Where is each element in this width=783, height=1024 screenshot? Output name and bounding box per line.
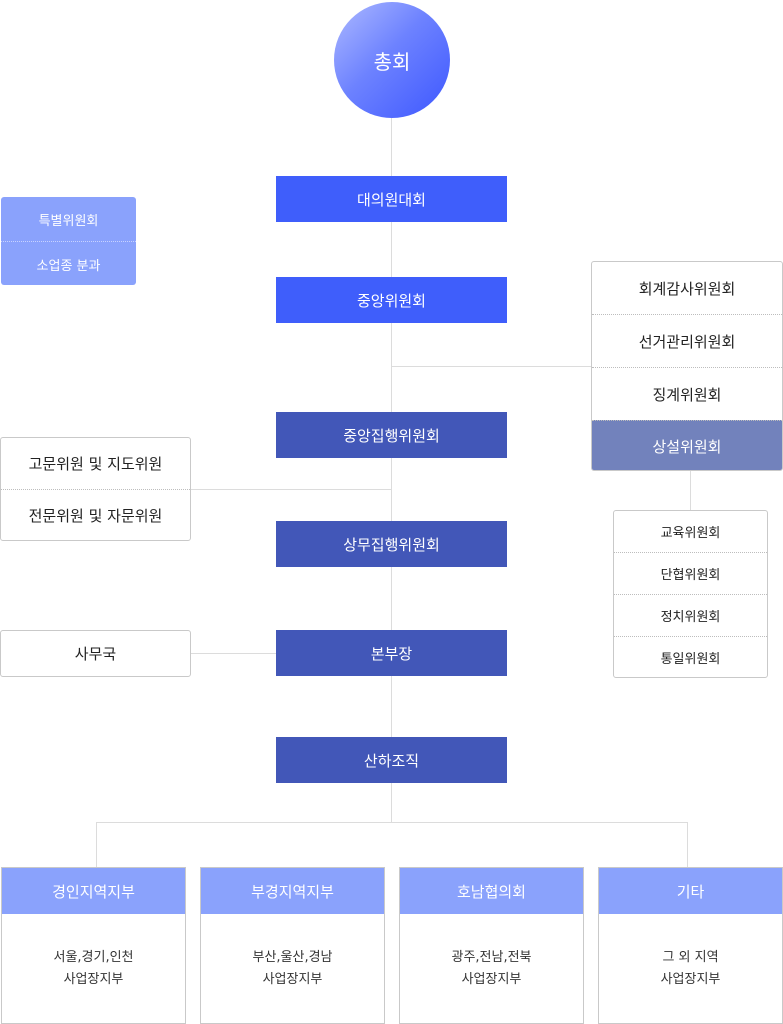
headquarters-head-node: 본부장 xyxy=(276,630,507,676)
general-assembly-label: 총회 xyxy=(373,49,411,74)
standing-committees-box: 교육위원회 단협위원회 정치위원회 통일위원회 xyxy=(613,510,768,678)
region-name: 경인지역지부 xyxy=(2,868,185,914)
region-horizontal-line xyxy=(96,822,687,823)
region-card: 기타 그 외 지역 사업장지부 xyxy=(598,867,783,1024)
central-committee-label: 중앙위원회 xyxy=(356,291,426,310)
main-vertical-line xyxy=(391,118,392,822)
delegates-convention-node: 대의원대회 xyxy=(276,176,507,222)
region-drop-line-1 xyxy=(96,822,97,867)
audit-committee-item: 회계감사위원회 xyxy=(638,279,736,298)
general-assembly-node: 총회 xyxy=(334,2,450,118)
advisor-item: 고문위원 및 지도위원 xyxy=(28,455,163,473)
region-branch: 사업장지부 xyxy=(660,971,721,987)
collective-bargaining-committee-item: 단협위원회 xyxy=(614,552,767,594)
standing-executive-committee-node: 상무집행위원회 xyxy=(276,521,507,567)
subindustry-division-item: 소업종 분과 xyxy=(1,241,136,286)
standing-committee-item: 상설위원회 xyxy=(592,420,782,470)
special-committees-box: 특별위원회 소업종 분과 xyxy=(1,197,136,285)
secretariat-label: 사무국 xyxy=(74,645,117,663)
region-card: 부경지역지부 부산,울산,경남 사업장지부 xyxy=(200,867,385,1024)
region-body: 서울,경기,인천 사업장지부 xyxy=(2,914,185,1023)
discipline-committee-item: 징계위원회 xyxy=(592,367,782,420)
central-executive-committee-label: 중앙집행위원회 xyxy=(343,426,440,445)
region-areas: 부산,울산,경남 xyxy=(252,949,333,965)
region-body: 부산,울산,경남 사업장지부 xyxy=(201,914,384,1023)
election-committee-item: 선거관리위원회 xyxy=(592,314,782,367)
region-branch: 사업장지부 xyxy=(63,971,124,987)
region-name: 기타 xyxy=(599,868,782,914)
right-connector-line xyxy=(392,366,591,367)
headquarters-head-label: 본부장 xyxy=(370,644,413,663)
advisors-box: 고문위원 및 지도위원 전문위원 및 자문위원 xyxy=(0,437,191,541)
region-name: 부경지역지부 xyxy=(201,868,384,914)
secretariat-connector-line xyxy=(191,653,276,654)
region-branch: 사업장지부 xyxy=(461,971,522,987)
central-committee-node: 중앙위원회 xyxy=(276,277,507,323)
secretariat-box: 사무국 xyxy=(0,630,191,677)
region-areas: 그 외 지역 xyxy=(662,949,719,965)
region-areas: 서울,경기,인천 xyxy=(53,949,134,965)
right-committees-box: 회계감사위원회 선거관리위원회 징계위원회 상설위원회 xyxy=(591,261,783,471)
education-committee-item: 교육위원회 xyxy=(660,526,721,541)
politics-committee-item: 정치위원회 xyxy=(614,594,767,636)
region-drop-line-4 xyxy=(687,822,688,867)
region-areas: 광주,전남,전북 xyxy=(451,949,532,965)
unification-committee-item: 통일위원회 xyxy=(614,636,767,678)
central-executive-committee-node: 중앙집행위원회 xyxy=(276,412,507,458)
region-card: 경인지역지부 서울,경기,인천 사업장지부 xyxy=(1,867,186,1024)
region-branch: 사업장지부 xyxy=(262,971,323,987)
affiliated-organizations-node: 산하조직 xyxy=(276,737,507,783)
region-card: 호남협의회 광주,전남,전북 사업장지부 xyxy=(399,867,584,1024)
standing-connector-line xyxy=(690,471,691,510)
region-body: 광주,전남,전북 사업장지부 xyxy=(400,914,583,1023)
special-committee-item: 특별위원회 xyxy=(38,213,99,229)
delegates-convention-label: 대의원대회 xyxy=(356,190,426,209)
expert-item: 전문위원 및 자문위원 xyxy=(1,489,190,541)
standing-executive-committee-label: 상무집행위원회 xyxy=(343,535,440,554)
affiliated-organizations-label: 산하조직 xyxy=(363,751,420,770)
advisor-connector-line xyxy=(191,489,391,490)
region-name: 호남협의회 xyxy=(400,868,583,914)
region-body: 그 외 지역 사업장지부 xyxy=(599,914,782,1023)
